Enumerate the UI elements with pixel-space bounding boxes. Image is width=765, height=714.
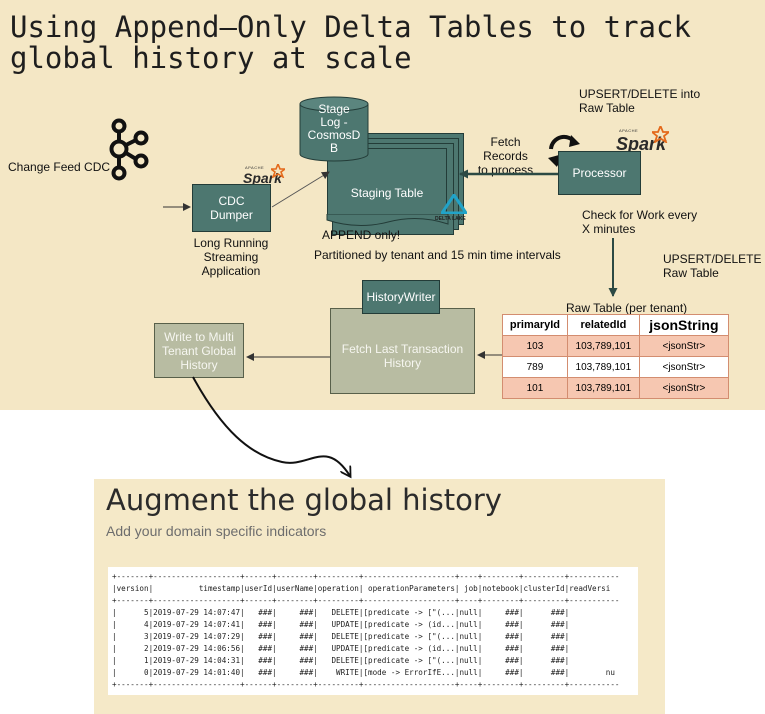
raw-table-caption: Raw Table (per tenant) <box>566 301 688 315</box>
log-line: | 5|2019-07-29 14:07:47| ###| ###| DELET… <box>112 608 570 617</box>
delta-lake-label: DELTA LAKE <box>435 216 466 222</box>
delta-lake-icon <box>441 194 467 214</box>
arrow-cdc-to-staging <box>271 171 330 208</box>
append-only-label: APPEND only! <box>322 228 401 242</box>
spark-logo-processor-icon: APACHE Spark <box>616 126 672 154</box>
change-feed-label: Change Feed CDC <box>8 160 111 174</box>
log-line: | 4|2019-07-29 14:07:41| ###| ###| UPDAT… <box>112 620 570 629</box>
staging-table-wave <box>326 214 449 226</box>
history-log-text: +-------+-------------------+------+----… <box>108 567 638 695</box>
history-writer-box: HistoryWriter <box>362 280 440 314</box>
processor-box: Processor <box>558 151 641 195</box>
diagram-title: Using Append–Only Delta Tables to track … <box>10 10 691 75</box>
log-line: +-------+-------------------+------+----… <box>112 680 620 689</box>
raw-table-header: jsonString <box>638 314 730 336</box>
raw-table: primaryId relatedId jsonString 103 103,7… <box>502 314 730 399</box>
stage-log-label: Stage Log - CosmosD B <box>307 102 361 155</box>
log-line: +-------+-------------------+------+----… <box>112 572 620 581</box>
stage-log-cylinder <box>299 96 369 162</box>
augment-subtitle: Add your domain specific indicators <box>106 523 327 539</box>
augment-title: Augment the global history <box>106 483 502 517</box>
log-line: |version| timestamp|userId|userName|oper… <box>112 584 611 593</box>
log-line: | 0|2019-07-29 14:01:40| ###| ###| WRITE… <box>112 668 615 677</box>
architecture-diagram-panel: Using Append–Only Delta Tables to track … <box>0 0 765 410</box>
long-running-label: Long Running Streaming Application <box>193 236 269 278</box>
raw-table-header-row: primaryId relatedId jsonString <box>502 314 730 336</box>
kafka-logo-icon <box>109 118 149 181</box>
upsert-right-label: UPSERT/DELETE in Raw Table <box>663 252 765 280</box>
log-line: | 3|2019-07-29 14:07:29| ###| ###| DELET… <box>112 632 570 641</box>
check-work-label: Check for Work every X minutes <box>582 208 698 236</box>
table-row: 101 103,789,101 <jsonStr> <box>502 377 730 399</box>
refresh-cycle-icon <box>548 134 580 168</box>
raw-table-header: primaryId <box>502 314 568 336</box>
raw-table-header: relatedId <box>566 314 640 336</box>
log-line: +-------+-------------------+------+----… <box>112 596 620 605</box>
history-log-output: +-------+-------------------+------+----… <box>108 567 638 695</box>
upsert-top-label: UPSERT/DELETE into Raw Table <box>579 87 701 115</box>
spark-logo-icon: APACHE Spark <box>243 164 289 186</box>
partitioned-label: Partitioned by tenant and 15 min time in… <box>314 248 561 262</box>
log-line: | 2|2019-07-29 14:06:56| ###| ###| UPDAT… <box>112 644 570 653</box>
log-line: | 1|2019-07-29 14:04:31| ###| ###| DELET… <box>112 656 570 665</box>
diagram-connectors <box>163 169 618 361</box>
